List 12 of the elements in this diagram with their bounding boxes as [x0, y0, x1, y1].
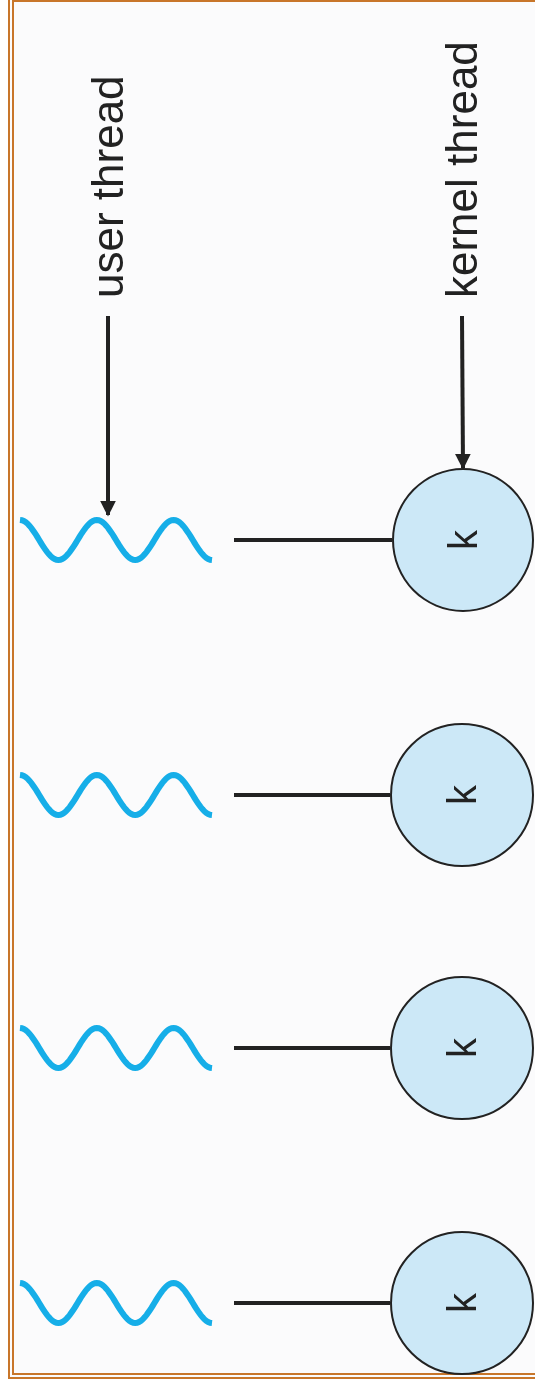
connector-line — [234, 1046, 390, 1050]
connector-line — [234, 793, 390, 797]
thread-label: k — [442, 1038, 482, 1058]
arrow — [100, 316, 116, 517]
thread-label: k — [442, 785, 482, 805]
thread-label: k — [443, 530, 483, 550]
thread-label: k — [442, 1293, 482, 1313]
axis-label: kernel thread — [438, 0, 486, 298]
connector-line — [234, 538, 392, 542]
connector-line — [234, 1301, 390, 1305]
arrow — [454, 316, 471, 470]
axis-label: user thread — [84, 36, 132, 298]
